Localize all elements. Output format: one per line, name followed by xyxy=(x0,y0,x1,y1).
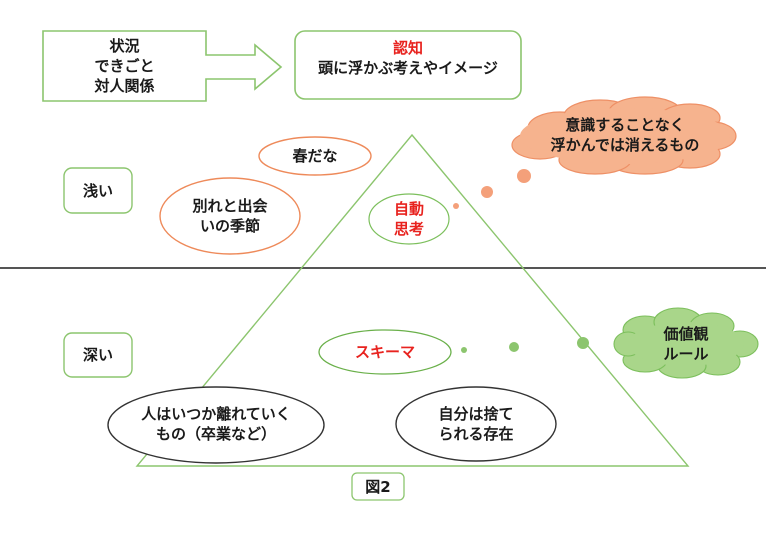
situation-arrow-box xyxy=(42,30,283,102)
ellipse-spring xyxy=(258,136,372,176)
deep-label: 深い xyxy=(82,346,113,364)
shallow-label: 浅い xyxy=(82,182,113,200)
pyramid-triangle xyxy=(135,133,690,467)
leave-line: 人はいつか離れていく xyxy=(141,405,291,423)
schema-cloud-text: 価値観 ルール xyxy=(630,324,742,364)
schema-label: スキーマ xyxy=(354,343,415,361)
ellipse-automatic-thought xyxy=(368,193,450,245)
situation-line: できごと xyxy=(94,57,155,75)
ellipse-abandoned xyxy=(395,386,557,462)
cloud-line: 浮かんでは消えるもの xyxy=(550,136,700,154)
leave-line: もの（卒業など） xyxy=(155,425,276,443)
situation-line: 状況 xyxy=(109,37,140,55)
situation-text: 状況 できごと 対人関係 xyxy=(43,36,206,96)
abandoned-text: 自分は捨て られる存在 xyxy=(396,404,556,444)
schema-bubble-small xyxy=(461,347,467,353)
ellipse-season xyxy=(159,177,301,255)
shallow-label-box xyxy=(63,167,133,214)
season-line: 別れと出会 xyxy=(192,197,268,215)
thought-bubble-large xyxy=(517,169,531,183)
ellipse-leave xyxy=(107,386,325,464)
figure-caption-box xyxy=(351,472,405,501)
cloud-line: 意識することなく xyxy=(565,116,685,134)
automatic-thought-cloud-text: 意識することなく 浮かんでは消えるもの xyxy=(530,115,720,155)
cognition-box xyxy=(294,30,522,100)
ellipse-schema xyxy=(318,329,452,375)
thought-bubble-medium xyxy=(481,186,493,198)
season-line: いの季節 xyxy=(199,217,260,235)
automatic-thought-label: 自動 思考 xyxy=(369,199,449,239)
schema-cloud-line: 価値観 xyxy=(663,325,709,343)
thought-bubble-small xyxy=(453,203,459,209)
cognition-text: 認知 頭に浮かぶ考えやイメージ xyxy=(295,38,521,78)
abandoned-line: 自分は捨て xyxy=(438,405,514,423)
cognition-description: 頭に浮かぶ考えやイメージ xyxy=(318,59,498,77)
figure-caption: 図2 xyxy=(365,478,391,496)
schema-cloud-line: ルール xyxy=(663,345,709,363)
schema-bubble-large xyxy=(577,337,589,349)
leave-text: 人はいつか離れていく もの（卒業など） xyxy=(108,404,324,444)
schema-bubble-medium xyxy=(509,342,519,352)
spring-text: 春だな xyxy=(292,147,338,165)
automatic-thought-line: 思考 xyxy=(393,220,424,238)
deep-label-box xyxy=(63,332,133,378)
situation-line: 対人関係 xyxy=(94,77,155,95)
season-text: 別れと出会 いの季節 xyxy=(160,196,300,236)
automatic-thought-line: 自動 xyxy=(393,200,424,218)
abandoned-line: られる存在 xyxy=(438,425,514,443)
cognition-title: 認知 xyxy=(392,39,423,57)
